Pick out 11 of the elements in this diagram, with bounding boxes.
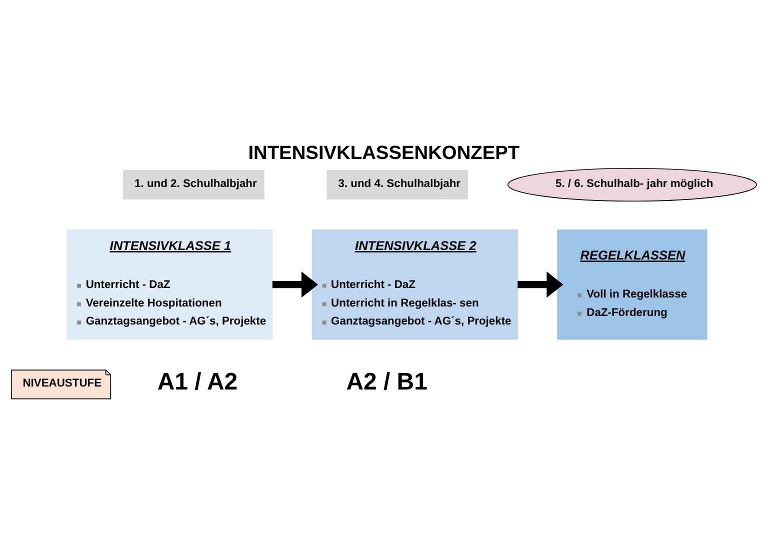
node-box: REGELKLASSEN Voll in Regelklasse DaZ-Förderung — [557, 229, 708, 340]
node-box: 1. und 2. Schulhalbjahr — [122, 170, 264, 200]
label: A2 / B1 — [346, 368, 428, 396]
label: A1 / A2 — [157, 368, 238, 396]
diagram-title: INTENSIVKLASSENKONZEPT — [248, 142, 520, 164]
arrow — [272, 272, 318, 298]
node-box: 3. und 4. Schulhalbjahr — [326, 170, 468, 200]
node-box: INTENSIVKLASSE 1 Unterricht - DaZ Vereinzelte Hospitationen Ganztagsangebot - AG´s, Projekte — [66, 229, 273, 340]
arrow — [518, 272, 564, 298]
node-ellipse: 5. / 6. Schulhalb- jahr möglich — [507, 168, 757, 202]
node-box: INTENSIVKLASSE 2 Unterricht - DaZ Unterricht in Regelklas- sen Ganztagsangebot - AG´s, Projekte — [312, 229, 518, 340]
